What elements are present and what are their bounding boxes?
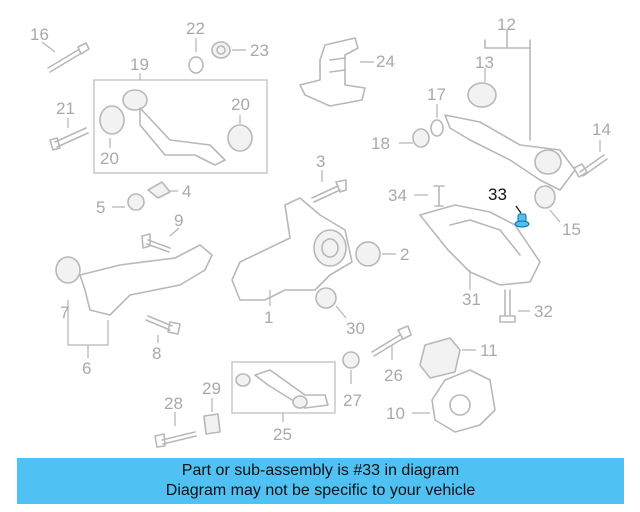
label-32: 32 (534, 302, 553, 321)
parts-diagram: 16 22 23 24 19 20 20 21 (30, 15, 611, 448)
washer-17 (430, 104, 444, 137)
label-25: 25 (273, 425, 292, 444)
spring-plate-31 (419, 204, 541, 290)
bolt-16 (41, 41, 90, 73)
label-1: 1 (264, 308, 273, 327)
bolt-28 (154, 412, 197, 448)
lower-arm-12 (444, 29, 576, 191)
bracket-10 (412, 369, 496, 433)
label-3: 3 (316, 152, 325, 171)
bushing-15 (534, 185, 561, 223)
label-26: 26 (384, 366, 403, 385)
label-15: 15 (562, 220, 581, 239)
label-5: 5 (96, 198, 105, 217)
bolt-14 (573, 140, 608, 178)
label-8: 8 (152, 344, 161, 363)
bushing-30 (315, 287, 347, 319)
label-21: 21 (56, 99, 75, 118)
label-2: 2 (400, 245, 409, 264)
fastener-33-highlighted[interactable] (514, 205, 530, 228)
nut-5 (112, 193, 145, 211)
bolt-8 (145, 315, 181, 343)
link-assembly-25 (231, 361, 336, 422)
ring-22 (188, 38, 204, 74)
bolt-26 (371, 325, 412, 360)
label-33: 33 (488, 185, 507, 204)
label-9: 9 (174, 211, 183, 230)
bushing-2 (355, 241, 396, 267)
clip-4 (147, 181, 178, 199)
label-20-lower: 20 (100, 149, 119, 168)
label-34: 34 (388, 186, 407, 205)
label-7: 7 (60, 303, 69, 322)
label-18: 18 (371, 134, 390, 153)
trailing-arm-6 (55, 244, 213, 358)
label-10: 10 (386, 404, 405, 423)
label-30: 30 (346, 319, 365, 338)
bolt-34 (414, 185, 445, 207)
label-23: 23 (250, 41, 269, 60)
nut-27 (342, 351, 360, 384)
banner-line-2: Diagram may not be specific to your vehi… (165, 482, 476, 499)
label-16: 16 (30, 25, 49, 44)
mount-11 (419, 337, 476, 379)
label-6: 6 (82, 359, 91, 378)
label-19: 19 (130, 55, 149, 74)
nut-23 (211, 41, 246, 59)
label-20-upper: 20 (231, 95, 250, 114)
label-29: 29 (202, 379, 221, 398)
bolt-21 (49, 118, 89, 151)
label-22: 22 (186, 19, 205, 38)
banner-line-1: Part or sub-assembly is #33 in diagram (181, 462, 460, 479)
label-28: 28 (164, 394, 183, 413)
bolt-32 (499, 289, 530, 323)
label-14: 14 (592, 120, 611, 139)
label-12: 12 (497, 15, 516, 34)
bolt-3 (311, 170, 347, 203)
label-24: 24 (376, 52, 395, 71)
clip-29 (203, 398, 221, 435)
upper-arm-assembly-19 (93, 73, 268, 174)
label-13: 13 (475, 53, 494, 72)
bracket-24 (299, 37, 374, 107)
label-31: 31 (462, 290, 481, 309)
label-11: 11 (480, 341, 498, 360)
info-banner: Part or sub-assembly is #33 in diagram D… (17, 458, 624, 504)
bolt-9 (141, 227, 180, 253)
label-27: 27 (343, 391, 362, 410)
label-17: 17 (427, 85, 446, 104)
knuckle-1 (231, 197, 353, 306)
nut-18 (399, 128, 430, 148)
label-4: 4 (182, 182, 191, 201)
